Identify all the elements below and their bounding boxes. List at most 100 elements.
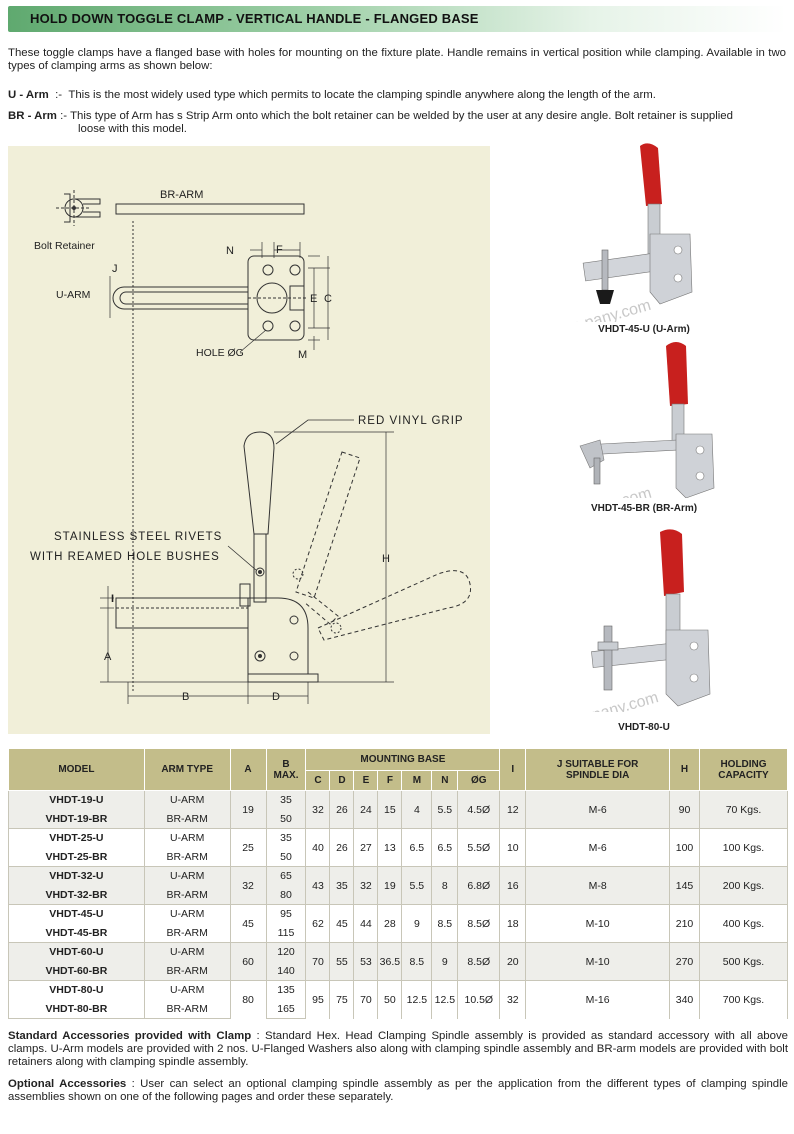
label-e: E	[310, 293, 317, 305]
cell-c: 32	[305, 790, 331, 829]
cell-arm-type: BR-ARM	[143, 961, 231, 981]
optional-accessories: Optional Accessories : User can select a…	[8, 1078, 788, 1104]
cell-capacity: 500 Kgs.	[698, 942, 789, 981]
br-arm-text-cont: loose with this model.	[78, 123, 187, 135]
cell-b: 80	[265, 885, 307, 905]
cell-f: 36.5	[377, 942, 403, 981]
cell-g: 8.5Ø	[457, 942, 501, 981]
cell-g: 5.5Ø	[457, 828, 501, 867]
label-d: D	[272, 691, 280, 703]
cell-a: 32	[229, 866, 267, 905]
cell-a: 19	[229, 790, 267, 829]
cell-i: 20	[499, 942, 527, 981]
product-photo-vhdt-45-u: www.c pany.com	[500, 142, 790, 322]
cell-model: VHDT-32-BR	[8, 885, 145, 905]
standard-accessories-label: Standard Accessories provided with Clamp	[8, 1030, 252, 1042]
label-rivets-1: STAINLESS STEEL RIVETS	[54, 531, 222, 543]
cell-model: VHDT-80-BR	[8, 999, 145, 1019]
cell-e: 24	[353, 790, 379, 829]
label-hole-g: HOLE ØG	[196, 347, 244, 359]
cell-h: 145	[669, 866, 700, 905]
label-h: H	[382, 553, 390, 565]
label-bolt-retainer: Bolt Retainer	[34, 240, 95, 252]
cell-b: 35	[265, 790, 307, 810]
bolt-retainer-drawing: Bolt Retainer	[34, 190, 101, 252]
cell-e: 44	[353, 904, 379, 943]
cell-model: VHDT-25-BR	[8, 847, 145, 867]
cell-e: 70	[353, 980, 379, 1019]
cell-j: M-8	[525, 866, 671, 905]
cell-d: 75	[329, 980, 355, 1019]
label-a: A	[104, 651, 112, 663]
header-a: A	[229, 748, 267, 791]
cell-b: 50	[265, 809, 307, 829]
cell-b: 115	[265, 923, 307, 943]
cell-i: 10	[499, 828, 527, 867]
cell-model: VHDT-19-BR	[8, 809, 145, 829]
watermark-3: www.ch pany.com	[532, 689, 660, 712]
label-n: N	[226, 245, 234, 257]
cell-capacity: 400 Kgs.	[698, 904, 789, 943]
cell-i: 18	[499, 904, 527, 943]
u-arm-description: U - Arm :- This is the most widely used …	[8, 89, 656, 102]
cell-n: 8.5	[431, 904, 459, 943]
cell-g: 8.5Ø	[457, 904, 501, 943]
cell-b: 165	[265, 999, 307, 1019]
optional-accessories-label: Optional Accessories	[8, 1078, 127, 1090]
watermark-1: www.c pany.com	[533, 297, 653, 322]
label-c: C	[324, 293, 332, 305]
cell-b: 120	[265, 942, 307, 962]
cell-m: 9	[401, 904, 433, 943]
cell-i: 32	[499, 980, 527, 1019]
cell-b: 140	[265, 961, 307, 981]
cell-d: 26	[329, 790, 355, 829]
cell-j: M-10	[525, 942, 671, 981]
br-arm-sep: :-	[60, 110, 68, 122]
header-i: I	[499, 748, 527, 791]
u-arm-label: U - Arm	[8, 89, 49, 101]
cell-model: VHDT-80-U	[8, 980, 145, 1000]
header-f: F	[377, 770, 403, 791]
page-title: HOLD DOWN TOGGLE CLAMP - VERTICAL HANDLE…	[30, 11, 479, 26]
label-j: J	[112, 263, 118, 275]
cell-capacity: 200 Kgs.	[698, 866, 789, 905]
cell-j: M-16	[525, 980, 671, 1019]
cell-d: 45	[329, 904, 355, 943]
br-arm-label: BR - Arm	[8, 110, 57, 122]
cell-b: 65	[265, 866, 307, 886]
cell-model: VHDT-45-U	[8, 904, 145, 924]
cell-b: 50	[265, 847, 307, 867]
cell-f: 13	[377, 828, 403, 867]
cell-arm-type: U-ARM	[143, 942, 231, 962]
br-arm-description: BR - Arm :- This type of Arm has s Strip…	[8, 110, 788, 136]
caption-vhdt-80-u: VHDT-80-U	[618, 722, 670, 733]
cell-m: 4	[401, 790, 433, 829]
label-u-arm: U-ARM	[56, 289, 90, 301]
cell-d: 26	[329, 828, 355, 867]
standard-accessories-text: : Standard Hex. Head Clamping Spindle as…	[8, 1030, 788, 1068]
watermark-2: www.c pany.com	[534, 485, 654, 498]
technical-drawing: BR-ARM Bolt Retainer U-ARM J	[8, 146, 490, 734]
cell-n: 12.5	[431, 980, 459, 1019]
header-c: C	[305, 770, 331, 791]
cell-c: 40	[305, 828, 331, 867]
cell-h: 90	[669, 790, 700, 829]
cell-g: 10.5Ø	[457, 980, 501, 1019]
cell-a: 80	[229, 980, 267, 1019]
header-h: H	[669, 748, 700, 791]
cell-j: M-6	[525, 828, 671, 867]
cell-m: 12.5	[401, 980, 433, 1019]
cell-arm-type: U-ARM	[143, 790, 231, 810]
cell-capacity: 70 Kgs.	[698, 790, 789, 829]
label-br-arm: BR-ARM	[160, 189, 203, 201]
cell-g: 6.8Ø	[457, 866, 501, 905]
cell-arm-type: BR-ARM	[143, 923, 231, 943]
